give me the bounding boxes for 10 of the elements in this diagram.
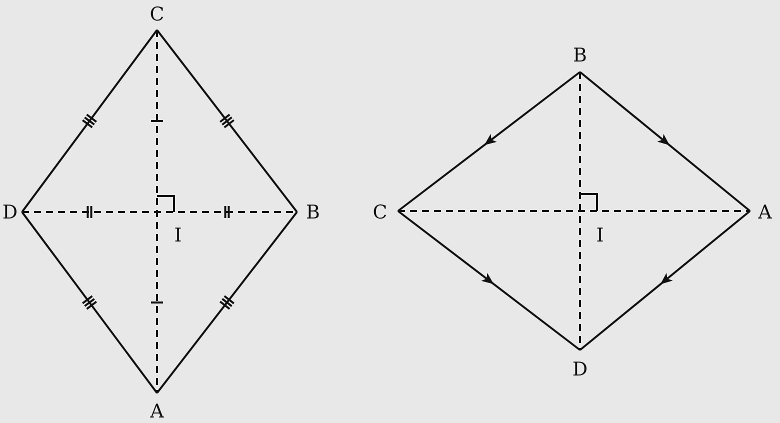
- vertex-label: C: [150, 6, 164, 24]
- vertex-label: A: [758, 204, 772, 222]
- vertex-label: B: [306, 204, 320, 222]
- vertex-label: A: [150, 402, 164, 422]
- vertex-label: C: [372, 204, 388, 222]
- vertex-label: D: [2, 204, 18, 222]
- vertex-label: B: [573, 46, 587, 66]
- point-label: I: [174, 226, 182, 246]
- point-label: I: [596, 226, 604, 246]
- vertex-label: D: [572, 360, 588, 380]
